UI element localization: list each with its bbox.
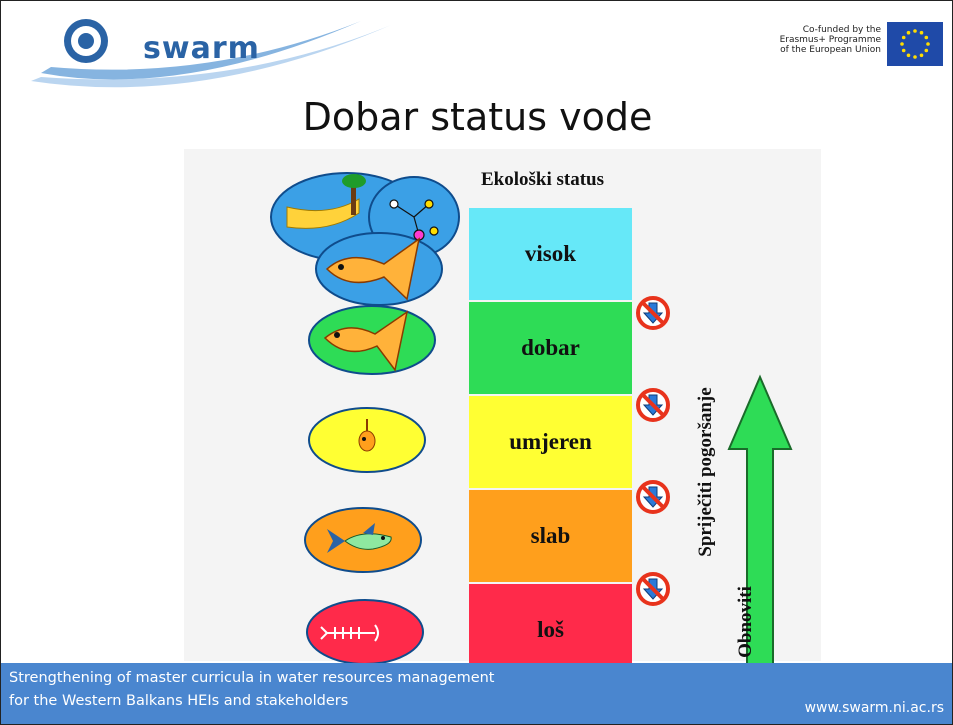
status-bar-los: loš (469, 584, 632, 676)
fish-poor-icon (304, 507, 422, 573)
status-bar-visok: visok (469, 208, 632, 300)
restore-label: Obnoviti (735, 586, 756, 658)
page-title: Dobar status vode (302, 95, 653, 139)
fish-good-icon (308, 305, 436, 375)
fish-bad-icon (306, 599, 424, 665)
status-bar-dobar: dobar (469, 302, 632, 394)
eu-flag-icon (887, 22, 943, 66)
status-bar-umjeren: umjeren (469, 396, 632, 488)
fish-moderate-icon (308, 407, 426, 473)
status-label: visok (524, 241, 577, 266)
wave-icon (31, 19, 391, 88)
eu-cofunded-text: Co-funded by the Erasmus+ Programme of t… (779, 25, 881, 55)
logo-text: swarm (143, 31, 260, 66)
no-decline-sign-icon (636, 572, 670, 606)
no-decline-sign-icon (636, 388, 670, 422)
swarm-logo: swarm (31, 11, 411, 101)
footer-bar: Strengthening of master curricula in wat… (1, 663, 952, 724)
prevent-deterioration-label: Spriječiti pogoršanje (695, 387, 716, 557)
ecosystem-illustration (270, 172, 460, 306)
footer-url: www.swarm.ni.ac.rs (804, 700, 944, 716)
status-label: slab (530, 523, 571, 548)
status-bar-slab: slab (469, 490, 632, 582)
eu-cofunded-badge: Co-funded by the Erasmus+ Programme of t… (778, 22, 943, 66)
status-label: dobar (521, 335, 580, 360)
no-decline-sign-icon (636, 480, 670, 514)
status-label: loš (537, 617, 564, 642)
up-arrow-icon (727, 374, 793, 666)
ecological-status-heading: Ekološki status (481, 169, 605, 190)
no-decline-sign-icon (636, 296, 670, 330)
footer-text: Strengthening of master curricula in wat… (9, 670, 495, 709)
status-label: umjeren (509, 429, 592, 454)
